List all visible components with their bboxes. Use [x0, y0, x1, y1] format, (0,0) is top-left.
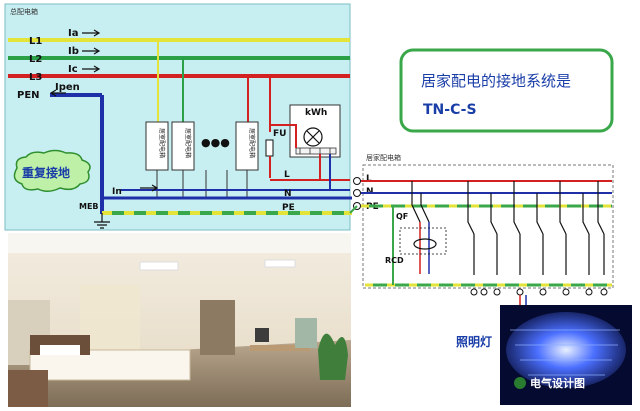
repeat-ground-text: 重复接地: [22, 165, 70, 180]
qf-switch-icon: [411, 181, 430, 223]
crystal-lamp: [506, 312, 626, 388]
branch-switch-3-icon: [513, 181, 521, 275]
home-box: [362, 164, 614, 289]
room-ceiling: [8, 233, 351, 253]
meter-terminal-block: [295, 147, 337, 155]
branch-label-n: N: [284, 189, 292, 199]
terminal-n: [353, 189, 361, 197]
home-label-l: L: [366, 174, 372, 184]
output-terminal: [585, 288, 593, 296]
breaker-2-label: 居室配电箱: [184, 128, 192, 158]
current-label-ipen: Ipen: [55, 82, 80, 93]
branch-switch-7-icon: [597, 181, 605, 275]
meter-in-wire: [269, 124, 297, 148]
arrow-ic-icon: [82, 65, 101, 73]
output-terminal: [600, 288, 608, 296]
output-terminal: [539, 288, 547, 296]
tv: [255, 328, 269, 342]
breaker-3-label: 居室配电箱: [248, 128, 256, 158]
ground-icon: [94, 221, 110, 229]
room-photo: [8, 233, 351, 407]
arrow-ia-icon: [82, 29, 101, 37]
arrow-in-icon: [140, 184, 159, 192]
info-box: [399, 48, 614, 133]
output-terminal: [493, 288, 501, 296]
branch-switch-4-icon: [536, 193, 544, 275]
pe-to-terminal: [349, 205, 358, 214]
meb-label: MEB: [79, 202, 99, 211]
lamp-label: 照明灯: [456, 334, 492, 349]
lamp-shade: [295, 318, 317, 348]
output-terminal: [516, 288, 524, 296]
desk: [250, 345, 310, 351]
output-terminals: [470, 288, 608, 296]
main-panel-title: 总配电箱: [10, 7, 38, 16]
branch-switch-2-icon: [490, 193, 498, 275]
arrow-ipen-icon: [49, 89, 66, 97]
branch-switch-6-icon: [582, 193, 590, 275]
fuse-icon: [265, 139, 274, 157]
bus-label-l3: L3: [29, 72, 42, 83]
branch-label-pe: PE: [282, 203, 295, 213]
home-box-title: 居家配电箱: [366, 153, 401, 162]
output-terminal: [470, 288, 478, 296]
repeat-ground-cloud: [13, 149, 91, 192]
output-terminal: [562, 288, 570, 296]
plant: [318, 333, 348, 380]
rcd-ring-icon: [413, 238, 437, 250]
current-label-ic: Ic: [68, 64, 78, 75]
lamp-photo: [500, 305, 632, 405]
branch-switch-5-icon: [559, 181, 567, 275]
info-line-2: TN-C-S: [423, 102, 477, 118]
output-terminal: [480, 288, 488, 296]
arrow-ib-icon: [82, 47, 101, 55]
meter-cross-icon: [306, 130, 320, 144]
branch-switch-1-icon: [467, 181, 475, 275]
wechat-logo-icon: [514, 377, 526, 389]
qf-label: QF: [396, 212, 408, 221]
current-label-ia: Ia: [68, 28, 78, 39]
fuse-label: FU: [273, 129, 286, 139]
current-label-ib: Ib: [68, 46, 79, 57]
lamp-crystal-rows: [510, 329, 620, 376]
armchair: [8, 370, 48, 407]
breaker-ellipsis: ●●●: [201, 136, 230, 149]
kwh-label: kWh: [305, 108, 327, 118]
branch-breaker-group: [467, 181, 605, 275]
ceiling-light: [264, 259, 296, 268]
rcd-label: RCD: [385, 256, 404, 265]
watermark-text: 电气设计图: [530, 376, 585, 390]
bus-label-l2: L2: [29, 54, 42, 65]
ceiling-light: [139, 261, 179, 271]
branch-label-l: L: [284, 170, 290, 180]
in-label: In: [112, 187, 122, 197]
breaker-1-label: 居室配电箱: [158, 128, 166, 158]
bus-label-pen: PEN: [17, 90, 40, 101]
terminal-l: [353, 177, 361, 185]
doorway: [200, 300, 235, 355]
info-line-1: 居家配电的接地系统是: [421, 72, 571, 90]
bus-label-l1: L1: [29, 36, 42, 47]
pillow: [40, 345, 80, 355]
